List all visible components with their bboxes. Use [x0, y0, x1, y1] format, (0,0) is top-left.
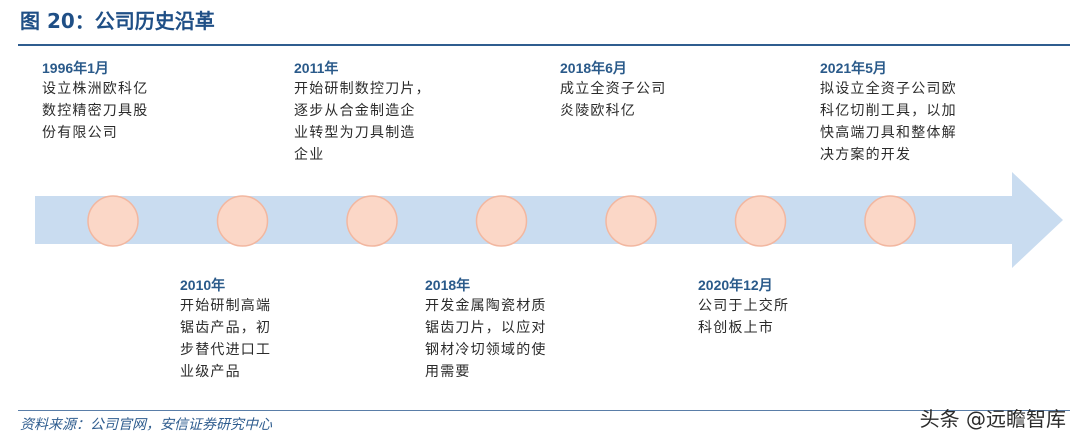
event-desc-line: 步替代进口工: [180, 342, 272, 358]
event-desc-line: 锯齿刀片，以应对: [425, 320, 547, 336]
event-desc-line: 拟设立全资子公司欧: [820, 81, 957, 97]
event-2018: 2018年 开发金属陶瓷材质 锯齿刀片，以应对 钢材冷切领域的使 用需要: [425, 275, 600, 383]
event-desc-line: 科亿切削工具，以加: [820, 103, 957, 119]
event-date: 2018年: [425, 277, 471, 293]
event-desc-line: 科创板上市: [698, 320, 774, 336]
event-desc-line: 业转型为刀具制造: [294, 125, 416, 141]
event-desc-line: 快高端刀具和整体解: [820, 125, 957, 141]
footer-divider: [18, 410, 1070, 411]
event-desc-line: 份有限公司: [42, 125, 118, 141]
event-desc-line: 炎陵欧科亿: [560, 103, 636, 119]
event-date: 1996年1月: [42, 60, 109, 76]
event-desc-line: 业级产品: [180, 364, 241, 380]
event-2011: 2011年 开始研制数控刀片， 逐步从合金制造企 业转型为刀具制造 企业: [294, 58, 464, 166]
event-desc-line: 钢材冷切领域的使: [425, 342, 547, 358]
milestone-marker: [475, 195, 528, 247]
event-desc-line: 企业: [294, 147, 325, 163]
event-date: 2020年12月: [698, 277, 773, 293]
milestone-marker: [216, 195, 269, 247]
milestone-marker: [346, 195, 398, 247]
event-date: 2018年6月: [560, 60, 627, 76]
event-desc-line: 锯齿产品，初: [180, 320, 272, 336]
milestone-marker: [734, 195, 787, 247]
event-desc-line: 开始研制数控刀片，: [294, 81, 431, 97]
event-desc-line: 决方案的开发: [820, 147, 912, 163]
event-1996: 1996年1月 设立株洲欧科亿 数控精密刀具股 份有限公司: [42, 58, 192, 144]
figure-title: 图 20：公司历史沿革: [20, 9, 215, 33]
milestone-marker: [87, 195, 139, 247]
event-desc-line: 公司于上交所: [698, 298, 790, 314]
event-desc-line: 数控精密刀具股: [42, 103, 149, 119]
event-date: 2010年: [180, 277, 226, 293]
event-desc-line: 设立株洲欧科亿: [42, 81, 149, 97]
event-desc-line: 成立全资子公司: [560, 81, 667, 97]
event-2010: 2010年 开始研制高端 锯齿产品，初 步替代进口工 业级产品: [180, 275, 320, 383]
watermark: 头条 @远瞻智库: [919, 407, 1066, 431]
event-2020-12: 2020年12月 公司于上交所 科创板上市: [698, 275, 838, 339]
milestone-marker: [605, 195, 657, 247]
timeline-arrow: [35, 172, 1063, 268]
event-desc-line: 用需要: [425, 364, 471, 380]
event-desc-line: 开始研制高端: [180, 298, 272, 314]
title-divider: [18, 44, 1070, 46]
event-2018-06: 2018年6月 成立全资子公司 炎陵欧科亿: [560, 58, 710, 122]
event-desc-line: 开发金属陶瓷材质: [425, 298, 547, 314]
event-desc-line: 逐步从合金制造企: [294, 103, 416, 119]
event-date: 2021年5月: [820, 60, 887, 76]
event-date: 2011年: [294, 60, 339, 76]
milestone-group: [87, 195, 916, 247]
milestone-marker: [864, 195, 916, 247]
source-note: 资料来源：公司官网，安信证券研究中心: [20, 417, 272, 433]
event-2021-05: 2021年5月 拟设立全资子公司欧 科亿切削工具，以加 快高端刀具和整体解 决方…: [820, 58, 1000, 166]
